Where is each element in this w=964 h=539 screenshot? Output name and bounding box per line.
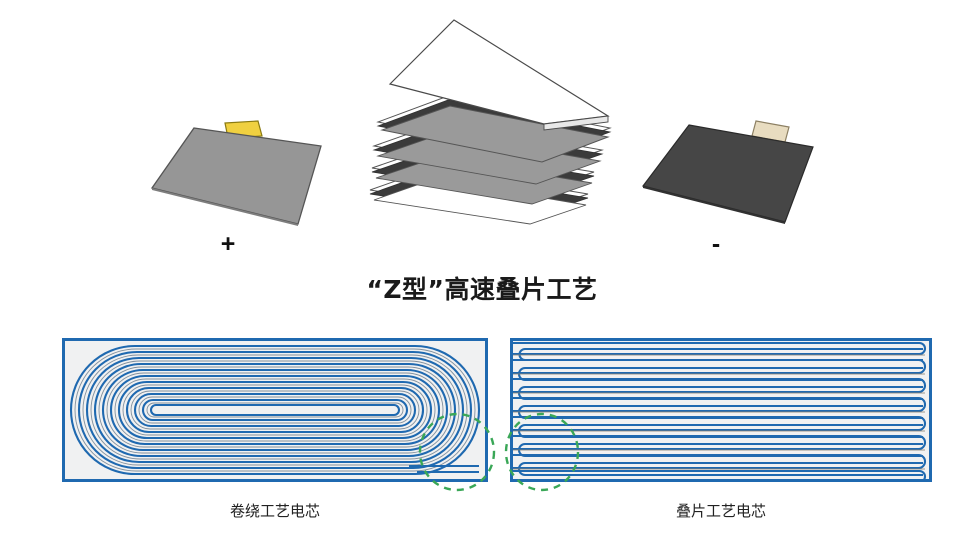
negative-polarity-label: - (711, 230, 721, 258)
stacked-cell-graphic (513, 341, 927, 479)
positive-electrode-graphic (150, 120, 322, 226)
winding-traces-secondary (74, 348, 476, 472)
positive-electrode: + (140, 100, 360, 257)
wound-cell-graphic (69, 344, 481, 476)
stack-top-separator (388, 19, 610, 131)
wound-cell-diagram (62, 338, 488, 482)
winding-tail (409, 464, 479, 474)
negative-electrode: - (625, 100, 845, 257)
negative-plate-edge (643, 186, 785, 224)
negative-electrode-graphic (641, 120, 814, 224)
positive-polarity-label: + (220, 230, 236, 258)
stacked-cell-diagram (510, 338, 932, 482)
stacked-cell-caption: 叠片工艺电芯 (675, 502, 766, 520)
winding-traces (69, 344, 481, 476)
wound-cell-caption: 卷绕工艺电芯 (229, 502, 320, 520)
positive-plate-edge (152, 188, 298, 226)
stacked-layer-traces (513, 341, 927, 479)
negative-plate (641, 124, 814, 223)
z-fold-electrode-stack (358, 18, 614, 258)
stack-layer-1 (376, 95, 612, 163)
page-title: “Z型”高速叠片工艺 (366, 275, 598, 304)
electrode-stack-graphic (369, 19, 612, 225)
